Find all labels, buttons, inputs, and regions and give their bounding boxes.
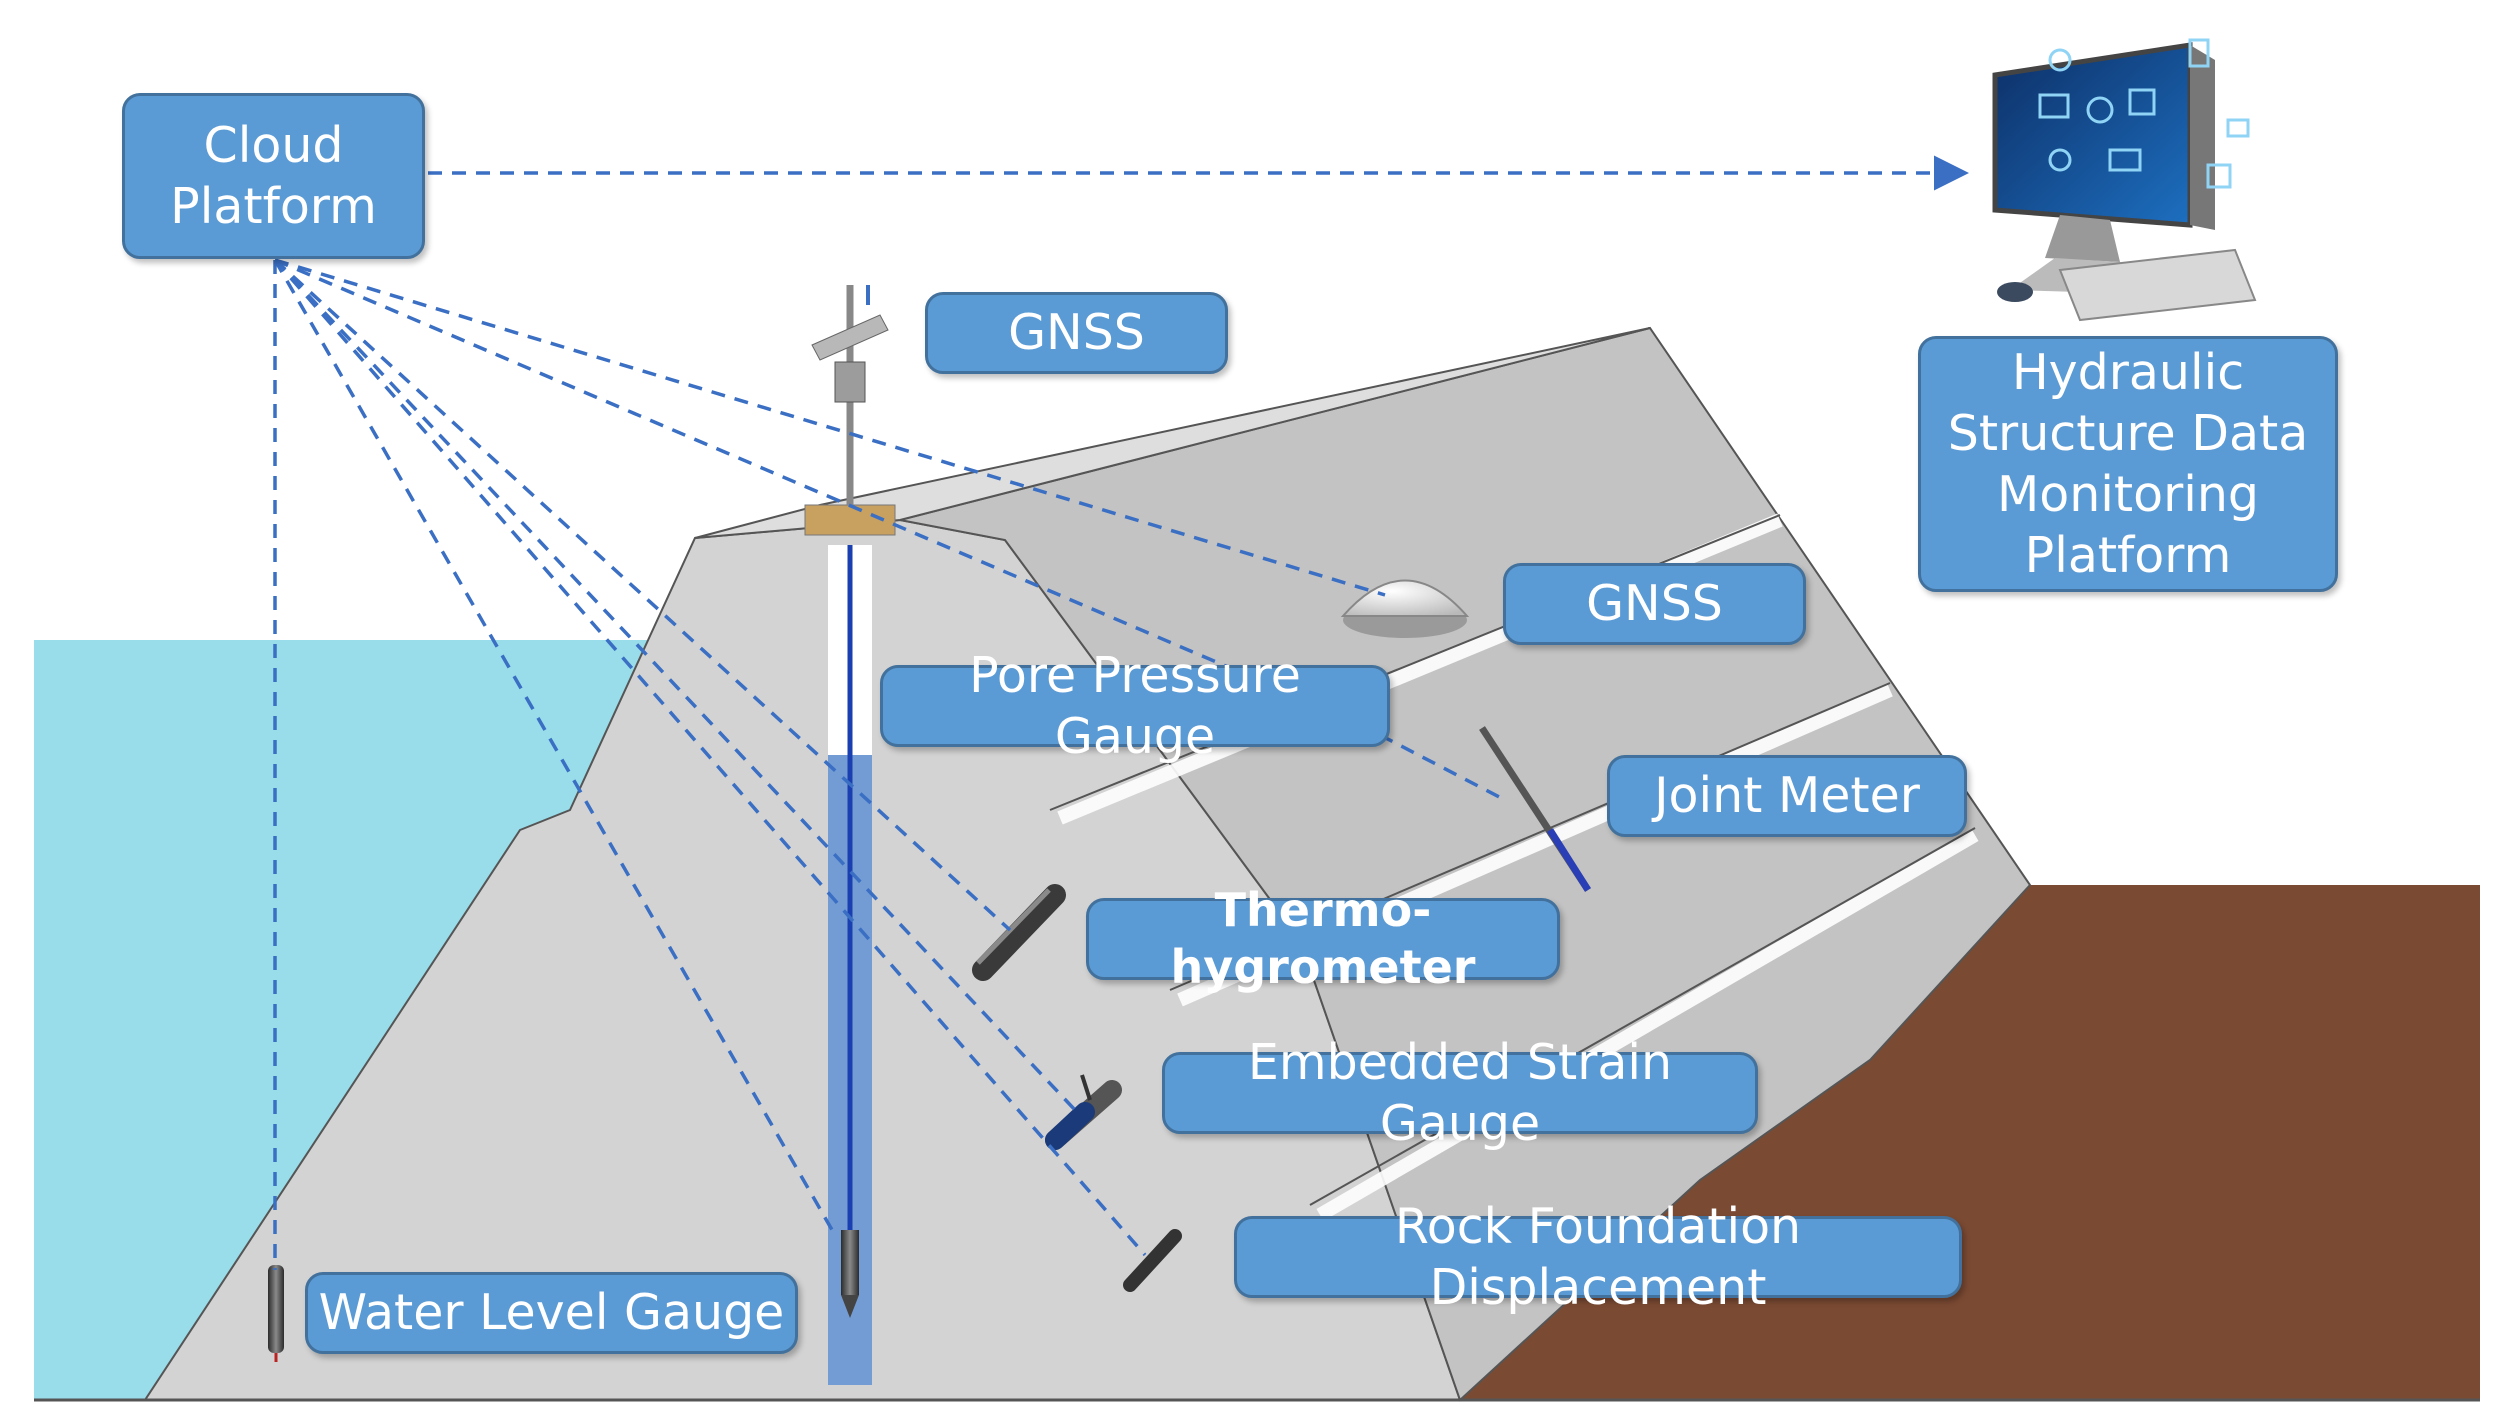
rock-displacement-sensor-icon xyxy=(1123,1229,1182,1292)
thermo-hygrometer-label: Thermo-hygrometer xyxy=(1086,883,1560,994)
gnss-dam-label: GNSS xyxy=(1503,563,1806,645)
cloud-platform-label: Cloud Platform xyxy=(122,93,425,259)
reservoir-water xyxy=(34,640,660,1400)
connector-to-pore-pressure xyxy=(274,258,1236,672)
connector-to-thermo-hygrometer xyxy=(273,258,1012,932)
rock-foundation-displacement-label: Rock Foundation Displacement xyxy=(1234,1198,1962,1316)
gnss-antenna-icon xyxy=(1340,579,1470,638)
gnss-mast-icon xyxy=(804,285,896,536)
pore-pressure-gauge-label: Pore Pressure Gauge xyxy=(880,647,1390,765)
data-connectors xyxy=(273,155,1969,1270)
thermo-hygrometer-icon xyxy=(972,884,1066,981)
pore-pressure-probe-icon xyxy=(841,1230,859,1318)
computer-monitor-icon xyxy=(1992,38,2257,322)
monitoring-platform-label: Hydraulic Structure Data Monitoring Plat… xyxy=(1918,336,2338,592)
gnss-top-label: GNSS xyxy=(925,292,1228,374)
embedded-strain-gauge-icon xyxy=(1045,1074,1122,1150)
embedded-strain-gauge-label: Embedded Strain Gauge xyxy=(1162,1034,1758,1152)
connector-to-strain-gauge xyxy=(273,258,1077,1112)
water-level-gauge-icon xyxy=(268,1265,284,1362)
connector-to-gnss-dam xyxy=(274,258,1386,597)
water-level-gauge-label: Water Level Gauge xyxy=(305,1272,798,1354)
connector-to-borehole xyxy=(273,259,837,1236)
joint-meter-icon xyxy=(1479,726,1591,892)
connector-to-rock-displacement xyxy=(273,258,1147,1257)
joint-meter-label: Joint Meter xyxy=(1607,755,1967,837)
